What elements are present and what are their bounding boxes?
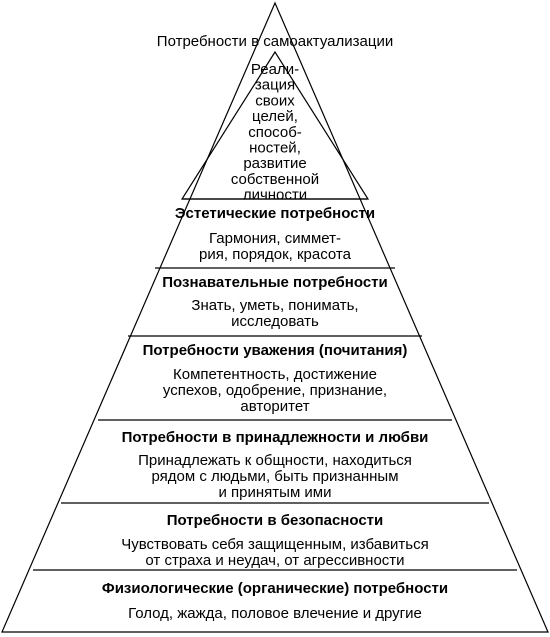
level-desc-line: и принятым ими bbox=[219, 484, 332, 501]
apex-description: Реали-зациясвоихцелей,способ-ностей,разв… bbox=[231, 61, 319, 204]
level-desc-line: рия, порядок, красота bbox=[199, 246, 352, 263]
apex-desc-line: ностей, bbox=[249, 140, 301, 157]
level-desc-line: авторитет bbox=[240, 398, 309, 415]
level-desc-line: рядом с людьми, быть признанным bbox=[151, 468, 398, 485]
apex-desc-line: способ- bbox=[248, 124, 302, 141]
level-title: Эстетические потребности bbox=[175, 205, 375, 222]
apex-desc-line: собственной bbox=[231, 171, 319, 188]
apex-desc-line: целей, bbox=[252, 108, 298, 125]
level-title: Физиологические (органические) потребнос… bbox=[102, 580, 448, 597]
level-desc-line: Принадлежать к общности, находиться bbox=[138, 452, 412, 469]
level-title: Познавательные потребности bbox=[162, 274, 388, 291]
level-desc-line: от страха и неудач, от агрессивности bbox=[145, 552, 404, 569]
apex-title: Потребности в самоактуализации bbox=[157, 33, 393, 50]
level-title: Потребности в принадлежности и любви bbox=[122, 429, 429, 446]
level-desc-line: Гармония, симмет- bbox=[209, 230, 341, 247]
level-title: Потребности уважения (почитания) bbox=[143, 342, 408, 359]
apex-desc-line: зация bbox=[255, 77, 295, 94]
level-desc-line: Компетентность, достижение bbox=[173, 366, 377, 383]
apex-desc-line: Реали- bbox=[251, 61, 299, 78]
level-desc-line: исследовать bbox=[231, 313, 319, 330]
level-desc-line: Чувствовать себя защищенным, избавиться bbox=[121, 536, 429, 553]
level-desc-line: Голод, жажда, половое влечение и другие bbox=[128, 605, 422, 622]
pyramid-level: Физиологические (органические) потребнос… bbox=[102, 580, 448, 622]
level-title: Потребности в безопасности bbox=[167, 512, 384, 529]
level-desc-line: успехов, одобрение, признание, bbox=[163, 382, 387, 399]
pyramid-level: Потребности уважения (почитания) Компетен… bbox=[143, 342, 408, 415]
apex-desc-line: своих bbox=[255, 92, 295, 109]
pyramid-level: Потребности в принадлежности и любвиПрин… bbox=[122, 429, 429, 501]
apex-desc-line: развитие bbox=[243, 155, 306, 172]
apex-desc-line: личности bbox=[243, 187, 307, 204]
level-desc-line: Знать, уметь, понимать, bbox=[191, 297, 358, 314]
